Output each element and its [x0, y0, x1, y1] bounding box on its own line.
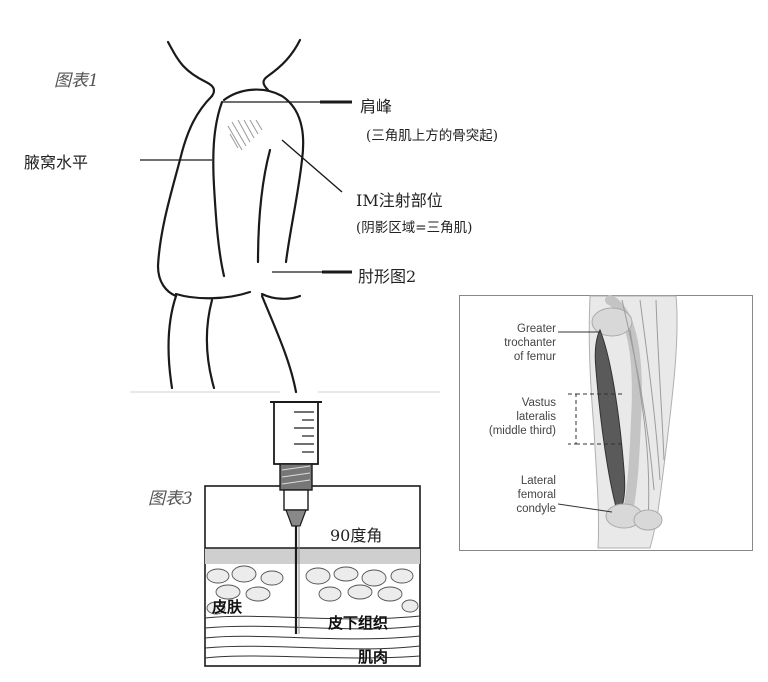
figure1-caption: 图表1 — [54, 71, 99, 91]
angle-label: 90度角 — [330, 526, 383, 545]
injection-site-note: (阴影区域=三角肌) — [356, 220, 473, 236]
vastus-lateralis-label: Vastus lateralis (middle third) — [488, 397, 556, 437]
axilla-label: 腋窝水平 — [24, 153, 89, 172]
injection-site-label: IM注射部位 — [356, 191, 443, 210]
elbow-label: 肘形图2 — [358, 267, 417, 286]
figure3-caption: 图表3 — [148, 489, 193, 509]
lateral-condyle-label: Lateral femoral condyle — [516, 475, 556, 515]
skin-label: 皮肤 — [212, 598, 243, 616]
muscle-label: 肌肉 — [358, 648, 389, 666]
acromion-label: 肩峰 — [360, 97, 393, 116]
subcutaneous-label: 皮下组织 — [328, 614, 389, 632]
acromion-note: (三角肌上方的骨突起) — [366, 128, 499, 144]
greater-trochanter-label: Greater trochanter of femur — [504, 323, 556, 363]
